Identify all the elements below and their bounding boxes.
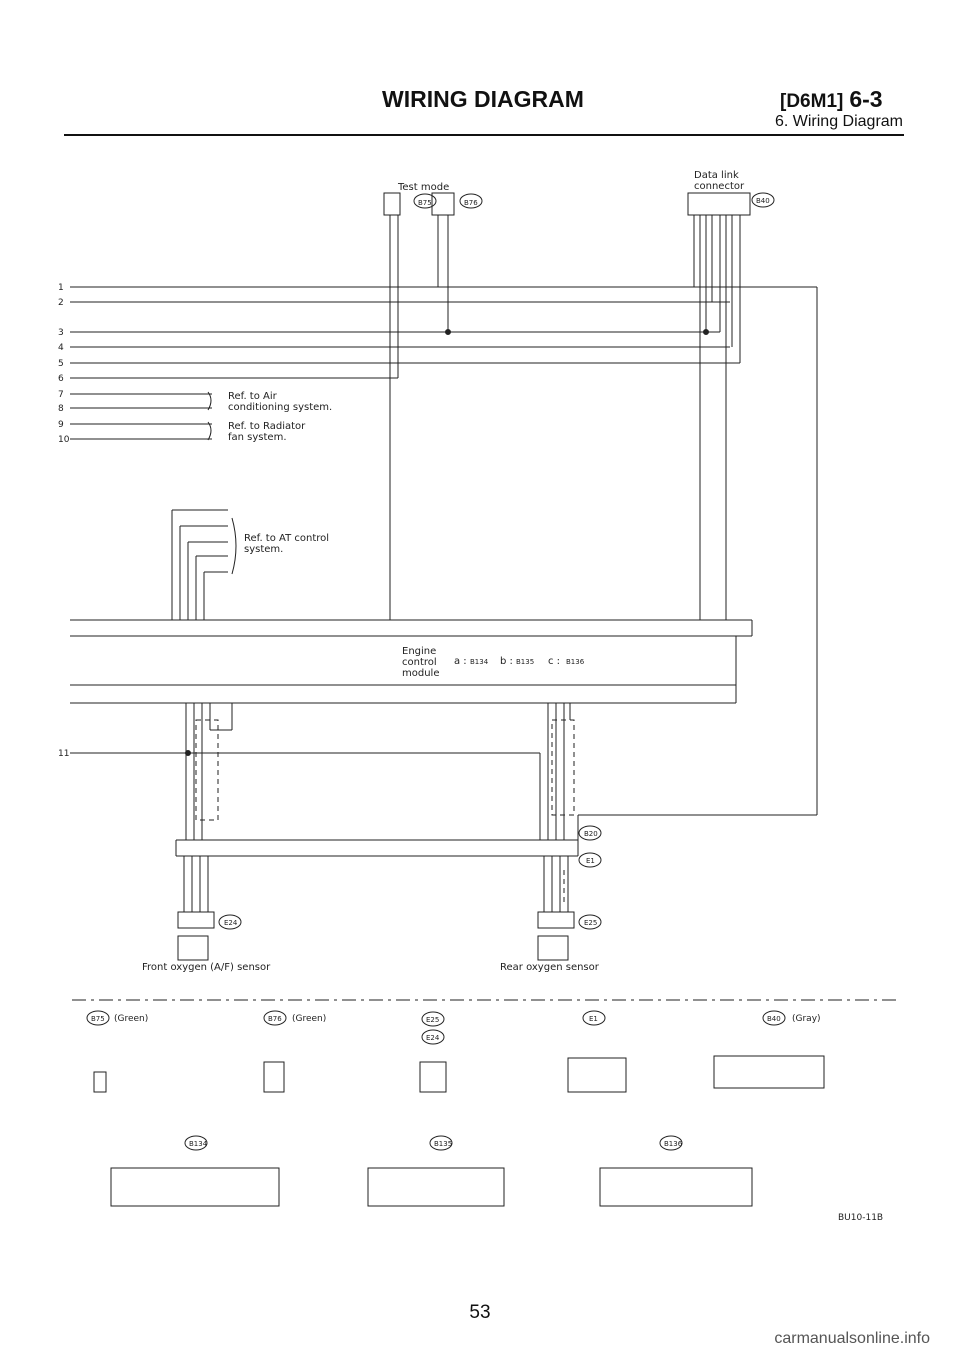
terminal-2: 2 (58, 298, 64, 308)
e1-tag (578, 852, 602, 868)
ecm-b135: B135 (516, 658, 534, 666)
terminal-6: 6 (58, 374, 64, 384)
test-mode-label: Test mode (397, 182, 449, 193)
terminal-1: 1 (58, 283, 64, 293)
b20-tag (578, 825, 602, 841)
ref-fan-line1: Ref. to Radiator (228, 421, 306, 432)
ecm-b134: B134 (470, 658, 489, 666)
header-rule (64, 134, 904, 136)
b75-label: B75 (418, 199, 432, 207)
page-title: WIRING DIAGRAM (382, 86, 584, 112)
terminal-10: 10 (58, 435, 70, 445)
bottom-e25: E25 (426, 1016, 439, 1024)
figure-id: BU10-11B (838, 1213, 883, 1223)
page-number: 53 (469, 1302, 491, 1323)
e24-label: E24 (224, 919, 238, 927)
data-link-connector-label: connector (694, 181, 745, 192)
ecm-label-2: control (402, 657, 437, 668)
bottom-b40: B40 (767, 1015, 781, 1023)
ecm-a-label: a : (454, 656, 467, 667)
bottom-b75: B75 (91, 1015, 105, 1023)
bottom-b136: B136 (664, 1140, 683, 1148)
terminal-11: 11 (58, 749, 69, 759)
data-link-label: Data link (694, 170, 739, 181)
e24-tag (218, 914, 242, 930)
ecm-c-label: c : (548, 656, 560, 667)
ref-fan-line2: fan system. (228, 432, 287, 443)
ref-at-line2: system. (244, 544, 283, 555)
bottom-e1: E1 (589, 1015, 598, 1023)
e25-tag (578, 914, 602, 930)
ecm-b-label: b : (500, 656, 513, 667)
rear-sensor-label: Rear oxygen sensor (500, 962, 600, 973)
watermark: carmanualsonline.info (774, 1330, 930, 1347)
terminal-7: 7 (58, 390, 64, 400)
terminal-3: 3 (58, 328, 64, 338)
e24-connector-box (177, 911, 215, 929)
b76-connector-box (431, 192, 455, 216)
section-code: [D6M1]6-3 (780, 86, 883, 113)
bottom-b76-desc: (Green) (292, 1014, 326, 1024)
page-subtitle: 6. Wiring Diagram (774, 113, 903, 130)
terminal-8: 8 (58, 404, 64, 414)
terminal-4: 4 (58, 343, 64, 353)
ecm-label-3: module (402, 668, 439, 679)
b40-tag (751, 192, 775, 208)
front-sensor-body (177, 935, 209, 961)
e25-label: E25 (584, 919, 597, 927)
b76-label: B76 (464, 199, 478, 207)
e1-label: E1 (586, 857, 595, 865)
bottom-e24: E24 (426, 1034, 440, 1042)
rear-sensor-body (537, 935, 569, 961)
b76-tag (459, 193, 483, 209)
model-code: [D6M1] (780, 91, 844, 112)
ecm-b136: B136 (566, 658, 585, 666)
bottom-b134: B134 (189, 1140, 208, 1148)
ref-at-line1: Ref. to AT control (244, 533, 329, 544)
e25-connector-box (537, 911, 575, 929)
ref-ac-line1: Ref. to Air (228, 391, 278, 402)
b40-label: B40 (756, 197, 770, 205)
bottom-b135: B135 (434, 1140, 452, 1148)
ref-ac-line2: conditioning system. (228, 402, 332, 413)
data-link-connector-box (687, 192, 751, 216)
section-number: 6-3 (849, 86, 883, 112)
front-sensor-label: Front oxygen (A/F) sensor (142, 962, 271, 973)
test-mode-connector (383, 192, 401, 216)
bottom-b40-desc: (Gray) (792, 1014, 821, 1024)
bottom-b75-desc: (Green) (114, 1014, 148, 1024)
ecm-label-1: Engine (402, 646, 436, 657)
b20-label: B20 (584, 830, 598, 838)
terminal-5: 5 (58, 359, 64, 369)
terminal-9: 9 (58, 420, 64, 430)
bottom-b76: B76 (268, 1015, 282, 1023)
b75-tag (413, 193, 437, 209)
